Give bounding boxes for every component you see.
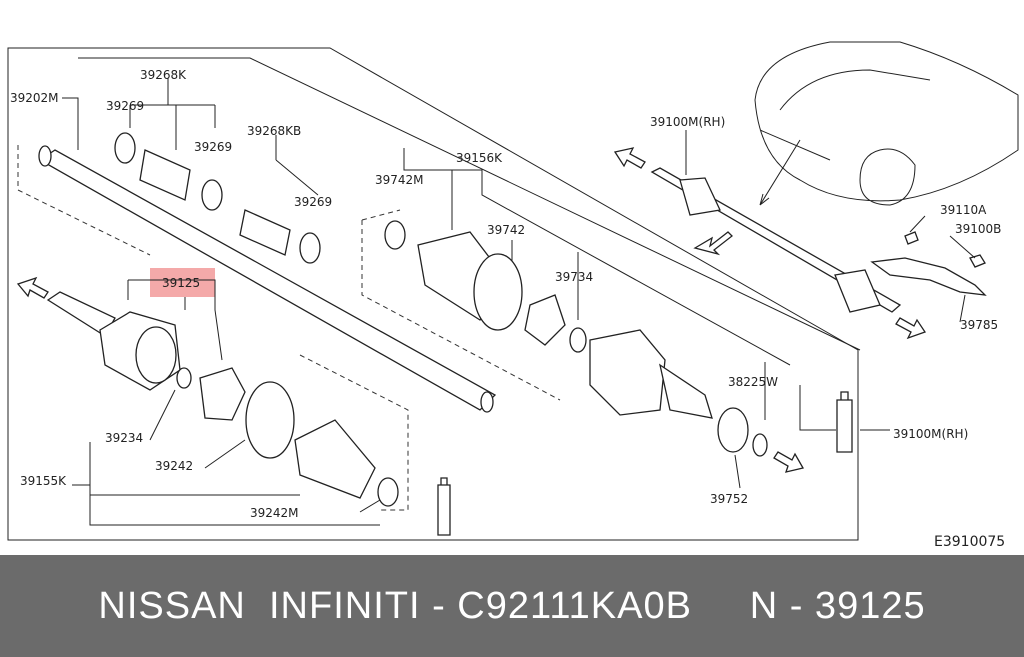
tripod-joint (524, 294, 566, 346)
seal-39752 (717, 407, 749, 453)
housing-stub (659, 363, 713, 419)
diagram-frame (7, 47, 859, 541)
label-39100B: 39100B (955, 222, 1001, 236)
assembly-inner-joint (834, 269, 881, 313)
band-39742M (384, 220, 406, 250)
diagram-code: E3910075 (934, 534, 1005, 550)
label-39785: 39785 (960, 318, 998, 332)
grease-tube-left (437, 477, 451, 536)
label-39269-c: 39269 (294, 195, 332, 209)
parts-diagram: 39202M 39268K 39269 39269 39268KB 39269 … (7, 41, 1019, 550)
arrow-right-bottom (773, 451, 804, 473)
shaft-spline-end (38, 145, 52, 167)
arrow-right-mid (895, 317, 927, 340)
label-39155K: 39155K (20, 474, 67, 488)
ring-39234 (176, 367, 192, 389)
label-39742: 39742 (487, 223, 525, 237)
label-39100M-top: 39100M(RH) (650, 115, 725, 129)
label-39734: 39734 (555, 270, 593, 284)
footer-text: NISSAN INFINITI - C92111KA0B N - 39125 (98, 584, 926, 627)
cage-39125 (199, 367, 246, 421)
label-39234: 39234 (105, 431, 143, 445)
label-38225W: 38225W (728, 375, 778, 389)
label-39268KB: 39268KB (247, 124, 301, 138)
label-39110A: 39110A (940, 203, 987, 217)
label-39242M: 39242M (250, 506, 299, 520)
label-39268K: 39268K (140, 68, 187, 82)
band-39742 (473, 253, 523, 331)
assembly-outer-joint (679, 177, 721, 216)
label-39742M: 39742M (375, 173, 424, 187)
arrow-left-outer (16, 276, 49, 299)
ring-38225W (752, 433, 768, 457)
arrow-left-top (613, 147, 646, 169)
label-39269-b: 39269 (194, 140, 232, 154)
damper-39268KB (239, 209, 291, 256)
outer-joint-face (135, 326, 177, 384)
label-39242: 39242 (155, 459, 193, 473)
snap-ring-39734 (569, 327, 587, 353)
grease-tube-right (836, 391, 853, 453)
label-39202M: 39202M (10, 91, 59, 105)
label-39269-a: 39269 (106, 99, 144, 113)
car-silhouette (754, 41, 1019, 206)
assembly-arrow-down (693, 231, 733, 256)
nut-39100B (969, 254, 986, 268)
band-39269-b (201, 179, 223, 211)
bracket-39202M (62, 57, 861, 351)
damper-39268K (139, 149, 191, 201)
highlight-39125 (150, 268, 215, 297)
housing-inner (589, 329, 666, 416)
band-39269-c (299, 232, 321, 264)
label-39752: 39752 (710, 492, 748, 506)
footer-banner: NISSAN INFINITI - C92111KA0B N - 39125 (0, 555, 1024, 657)
leader-lines (72, 130, 976, 526)
dashed-box-left (17, 145, 409, 511)
boot-outer (294, 419, 376, 499)
bracket-39785 (870, 257, 987, 296)
shaft-spline-end-right (480, 391, 494, 413)
bolt-39110A (904, 231, 919, 245)
label-39125: 39125 (162, 276, 200, 290)
band-39269-a (114, 132, 136, 164)
bracket-39268K (129, 78, 216, 150)
band-39242 (245, 381, 295, 459)
label-39156K: 39156K (456, 151, 503, 165)
label-39100M-bottom: 39100M(RH) (893, 427, 968, 441)
dashed-box-middle (361, 209, 561, 401)
outer-joint-stub (46, 291, 116, 337)
car-pointer-arrow (759, 139, 801, 206)
leader-39100M-bottom (799, 385, 890, 431)
bracket-39156K (403, 148, 791, 366)
bracket-39268KB (275, 135, 319, 196)
band-39242M (377, 477, 399, 507)
